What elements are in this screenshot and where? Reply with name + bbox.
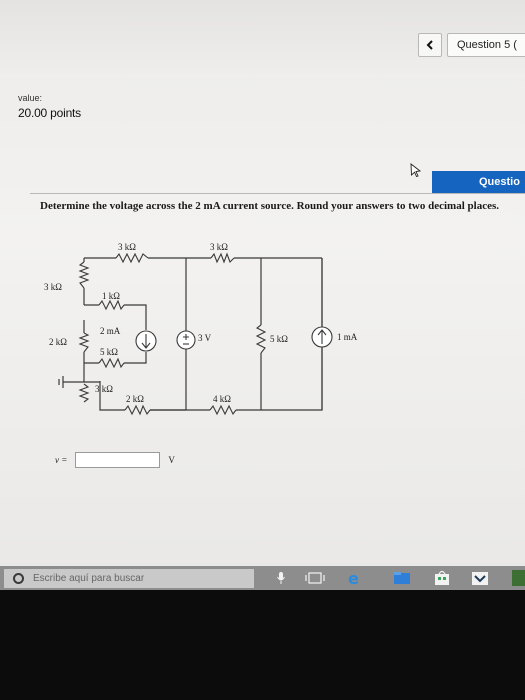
- answer-unit: V: [168, 455, 175, 465]
- answer-row: v = V: [55, 452, 175, 468]
- taskbar-search-box[interactable]: Escribe aquí para buscar: [4, 569, 254, 588]
- value-points: 20.00 points: [18, 106, 81, 120]
- svg-text:e: e: [348, 569, 359, 587]
- current-source-2ma-symbol: [135, 330, 157, 352]
- label-5k-right: 5 kΩ: [270, 334, 288, 344]
- resistor-2k-left: [78, 332, 90, 353]
- chevron-left-icon: [426, 40, 433, 50]
- resistor-zigzags: [78, 252, 267, 416]
- label-3k-low: 3 kΩ: [95, 384, 113, 394]
- resistor-3k-top-left: [115, 252, 149, 264]
- circuit-diagram: 3 kΩ 3 kΩ 3 kΩ 1 kΩ 2 mA 2 kΩ 5 kΩ 3 V 5…: [44, 242, 358, 416]
- label-2ma: 2 mA: [100, 326, 121, 336]
- search-icon: [13, 573, 24, 584]
- answer-label: v =: [55, 455, 68, 465]
- browser-page: Question 5 ( value: 20.00 points Questio…: [0, 0, 525, 590]
- previous-question-button[interactable]: [418, 33, 442, 57]
- taskbar-search-placeholder: Escribe aquí para buscar: [33, 573, 145, 584]
- label-4k-bottom: 4 kΩ: [213, 394, 231, 404]
- resistor-3k-top-right: [210, 252, 235, 264]
- resistor-3k-low: [78, 383, 90, 403]
- label-2k-left: 2 kΩ: [49, 337, 67, 347]
- resistor-2k-bottom: [124, 404, 151, 416]
- file-explorer-icon[interactable]: [392, 569, 412, 587]
- label-3v: 3 V: [198, 333, 212, 343]
- divider: [30, 193, 525, 194]
- current-source-1ma-symbol: [311, 326, 333, 348]
- mouse-cursor-icon: [410, 163, 422, 177]
- voltage-source-3v-symbol: [176, 330, 196, 350]
- resistor-5k-mid: [98, 357, 125, 369]
- resistor-5k-right: [255, 324, 267, 354]
- edge-icon[interactable]: e: [346, 569, 364, 587]
- question-text: Determine the voltage across the 2 mA cu…: [40, 200, 499, 212]
- circuit-wires: [58, 257, 323, 411]
- value-block: value: 20.00 points: [18, 93, 81, 120]
- resistor-4k-bottom: [209, 404, 237, 416]
- label-3k-left: 3 kΩ: [44, 282, 62, 292]
- app-icon-partial[interactable]: [512, 570, 525, 586]
- value-label: value:: [18, 93, 43, 103]
- question-tab[interactable]: Questio: [432, 171, 525, 193]
- label-1ma: 1 mA: [337, 332, 358, 342]
- store-icon[interactable]: [432, 569, 452, 587]
- resistor-3k-left: [78, 261, 90, 289]
- microphone-icon[interactable]: [276, 569, 286, 587]
- question-nav-button[interactable]: Question 5 (: [447, 33, 525, 57]
- label-5k-mid: 5 kΩ: [100, 347, 118, 357]
- label-2k-bottom: 2 kΩ: [126, 394, 144, 404]
- label-3k-top-left: 3 kΩ: [118, 242, 136, 252]
- app-icon[interactable]: [470, 569, 490, 587]
- task-view-icon[interactable]: [304, 569, 326, 587]
- resistor-1k: [98, 299, 125, 311]
- label-3k-top-right: 3 kΩ: [210, 242, 228, 252]
- answer-input[interactable]: [75, 452, 161, 468]
- label-1k: 1 kΩ: [102, 291, 120, 301]
